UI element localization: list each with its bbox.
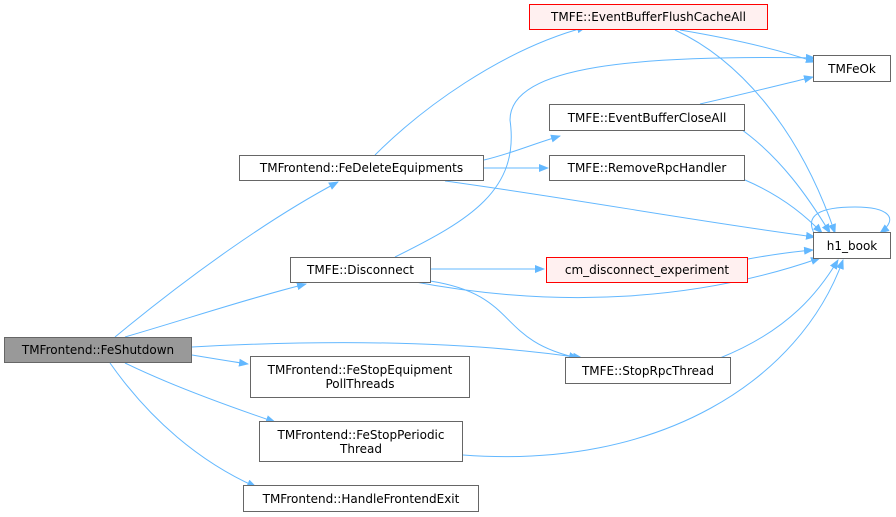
node-fe-delete-equipments[interactable]: TMFrontend::FeDeleteEquipments xyxy=(239,155,484,181)
node-event-buffer-close-all[interactable]: TMFE::EventBufferCloseAll xyxy=(549,104,745,131)
edge-fedeleteequipments-h1book xyxy=(444,180,816,240)
edge-disconnect-tmfeok xyxy=(394,53,816,258)
node-fe-stop-periodic-thread[interactable]: TMFrontend::FeStopPeriodic Thread xyxy=(259,421,463,462)
edge-feshutdown-stoprpcthread xyxy=(191,342,583,361)
edge-feshutdown-festopequipmentpollthreads xyxy=(191,354,249,367)
node-fe-shutdown[interactable]: TMFrontend::FeShutdown xyxy=(4,337,192,363)
edge-feshutdown-festopperiodicthread xyxy=(124,362,276,423)
edge-removerpchandler-h1book xyxy=(744,179,823,234)
edge-flushcacheall-tmfeok xyxy=(679,29,816,63)
edge-disconnect-h1book xyxy=(409,257,821,299)
edge-feshutdown-fedeleteequipments xyxy=(114,181,339,338)
node-event-buffer-flush-cache-all[interactable]: TMFE::EventBufferFlushCacheAll xyxy=(529,4,768,30)
node-cm-disconnect-experiment[interactable]: cm_disconnect_experiment xyxy=(546,257,748,283)
edge-feshutdown-disconnect xyxy=(124,282,307,338)
node-fe-stop-equipment-poll-threads[interactable]: TMFrontend::FeStopEquipment PollThreads xyxy=(250,356,470,398)
edge-cmdisconnect-h1book xyxy=(747,246,814,260)
node-tmfe-disconnect[interactable]: TMFE::Disconnect xyxy=(290,257,431,283)
node-remove-rpc-handler[interactable]: TMFE::RemoveRpcHandler xyxy=(549,155,745,181)
edge-disconnect-stoprpcthread xyxy=(429,280,579,360)
node-stop-rpc-thread[interactable]: TMFE::StopRpcThread xyxy=(565,357,731,384)
edge-fedeleteequipments-flushcacheall xyxy=(374,25,587,156)
edge-fedeleteequipments-closeall xyxy=(483,134,561,161)
edge-stoprpcthread-h1book xyxy=(719,259,839,359)
edge-festopperiodicthread-h1book xyxy=(462,259,844,458)
edge-flushcacheall-h1book xyxy=(674,29,836,234)
edge-feshutdown-handlefrontendexit xyxy=(109,362,257,488)
edge-closeall-tmfeok xyxy=(699,75,814,105)
edge-h1book-self xyxy=(811,206,891,234)
edge-closeall-h1book xyxy=(734,124,831,234)
node-h1-book[interactable]: h1_book xyxy=(813,232,891,259)
node-handle-frontend-exit[interactable]: TMFrontend::HandleFrontendExit xyxy=(243,485,479,512)
node-tmfe-ok[interactable]: TMFeOk xyxy=(813,55,891,82)
